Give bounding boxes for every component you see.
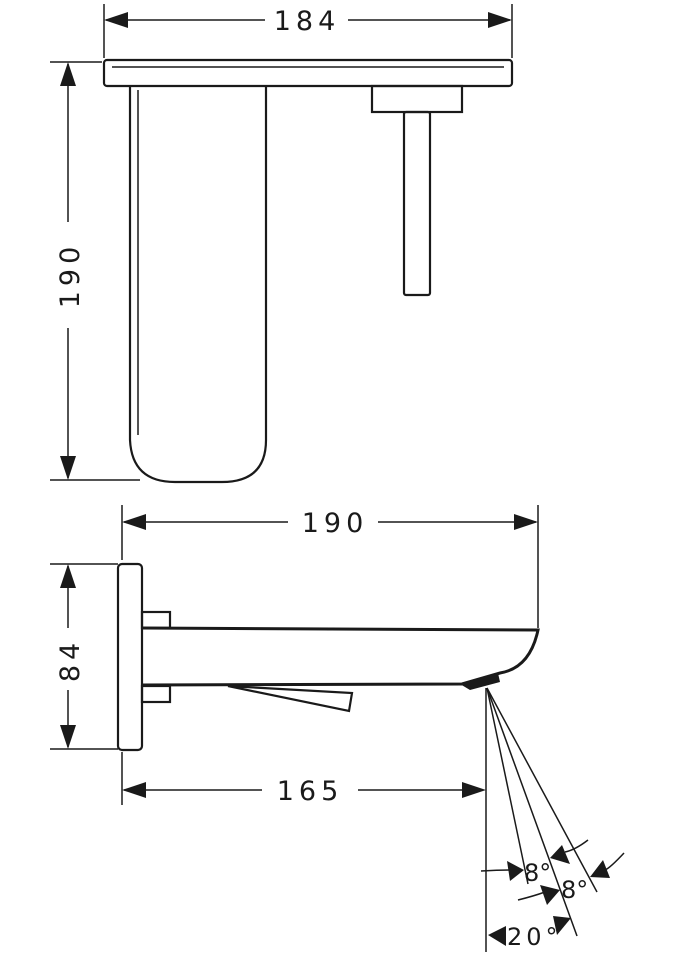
spout-profile xyxy=(141,626,540,687)
mount-block-top xyxy=(140,610,172,630)
dimension-width-184: 184 xyxy=(274,6,341,37)
arrow-head xyxy=(540,885,560,905)
arrow-head xyxy=(60,62,76,86)
lever-handle xyxy=(402,110,432,297)
spout-body xyxy=(128,86,268,484)
arrow-head xyxy=(507,861,524,881)
angle-label-8-second: 8° xyxy=(561,876,588,904)
arrow-head xyxy=(122,782,146,798)
lever-base xyxy=(370,84,464,114)
arrow-head xyxy=(488,12,512,28)
dimension-outlet-165: 165 xyxy=(277,776,344,807)
arrow-head xyxy=(60,456,76,480)
arrow-head xyxy=(488,926,506,946)
angle-leader xyxy=(480,869,513,872)
angle-label-8-first: 8° xyxy=(524,859,551,887)
spray-line-16 xyxy=(486,687,578,937)
angle-leader xyxy=(604,852,625,871)
spray-line-20 xyxy=(486,687,598,893)
arrow-head xyxy=(462,782,486,798)
lever-profile xyxy=(227,684,354,713)
top-view: 184 190 xyxy=(50,4,514,484)
arrow-head xyxy=(514,514,538,530)
angle-label-20: 20° xyxy=(507,923,562,951)
angle-leader xyxy=(517,891,546,901)
side-view: 190 84 165 8° 8° 20 xyxy=(50,505,625,952)
arrow-head xyxy=(60,725,76,749)
dimension-height-190: 190 xyxy=(55,242,86,309)
arrow-head xyxy=(553,916,571,935)
arrow-head xyxy=(122,514,146,530)
wall-plate xyxy=(102,58,514,88)
dimension-plate-84: 84 xyxy=(55,638,86,682)
dimension-projection-190: 190 xyxy=(302,508,369,539)
arrow-head xyxy=(104,12,128,28)
angle-leader xyxy=(564,839,589,853)
aerator xyxy=(460,673,500,690)
arrow-head xyxy=(550,845,570,864)
arrow-head xyxy=(60,564,76,588)
mount-block-bottom xyxy=(140,684,172,704)
arrow-head xyxy=(590,860,610,878)
wall-plate xyxy=(116,562,144,752)
spray-line-8 xyxy=(486,687,529,885)
